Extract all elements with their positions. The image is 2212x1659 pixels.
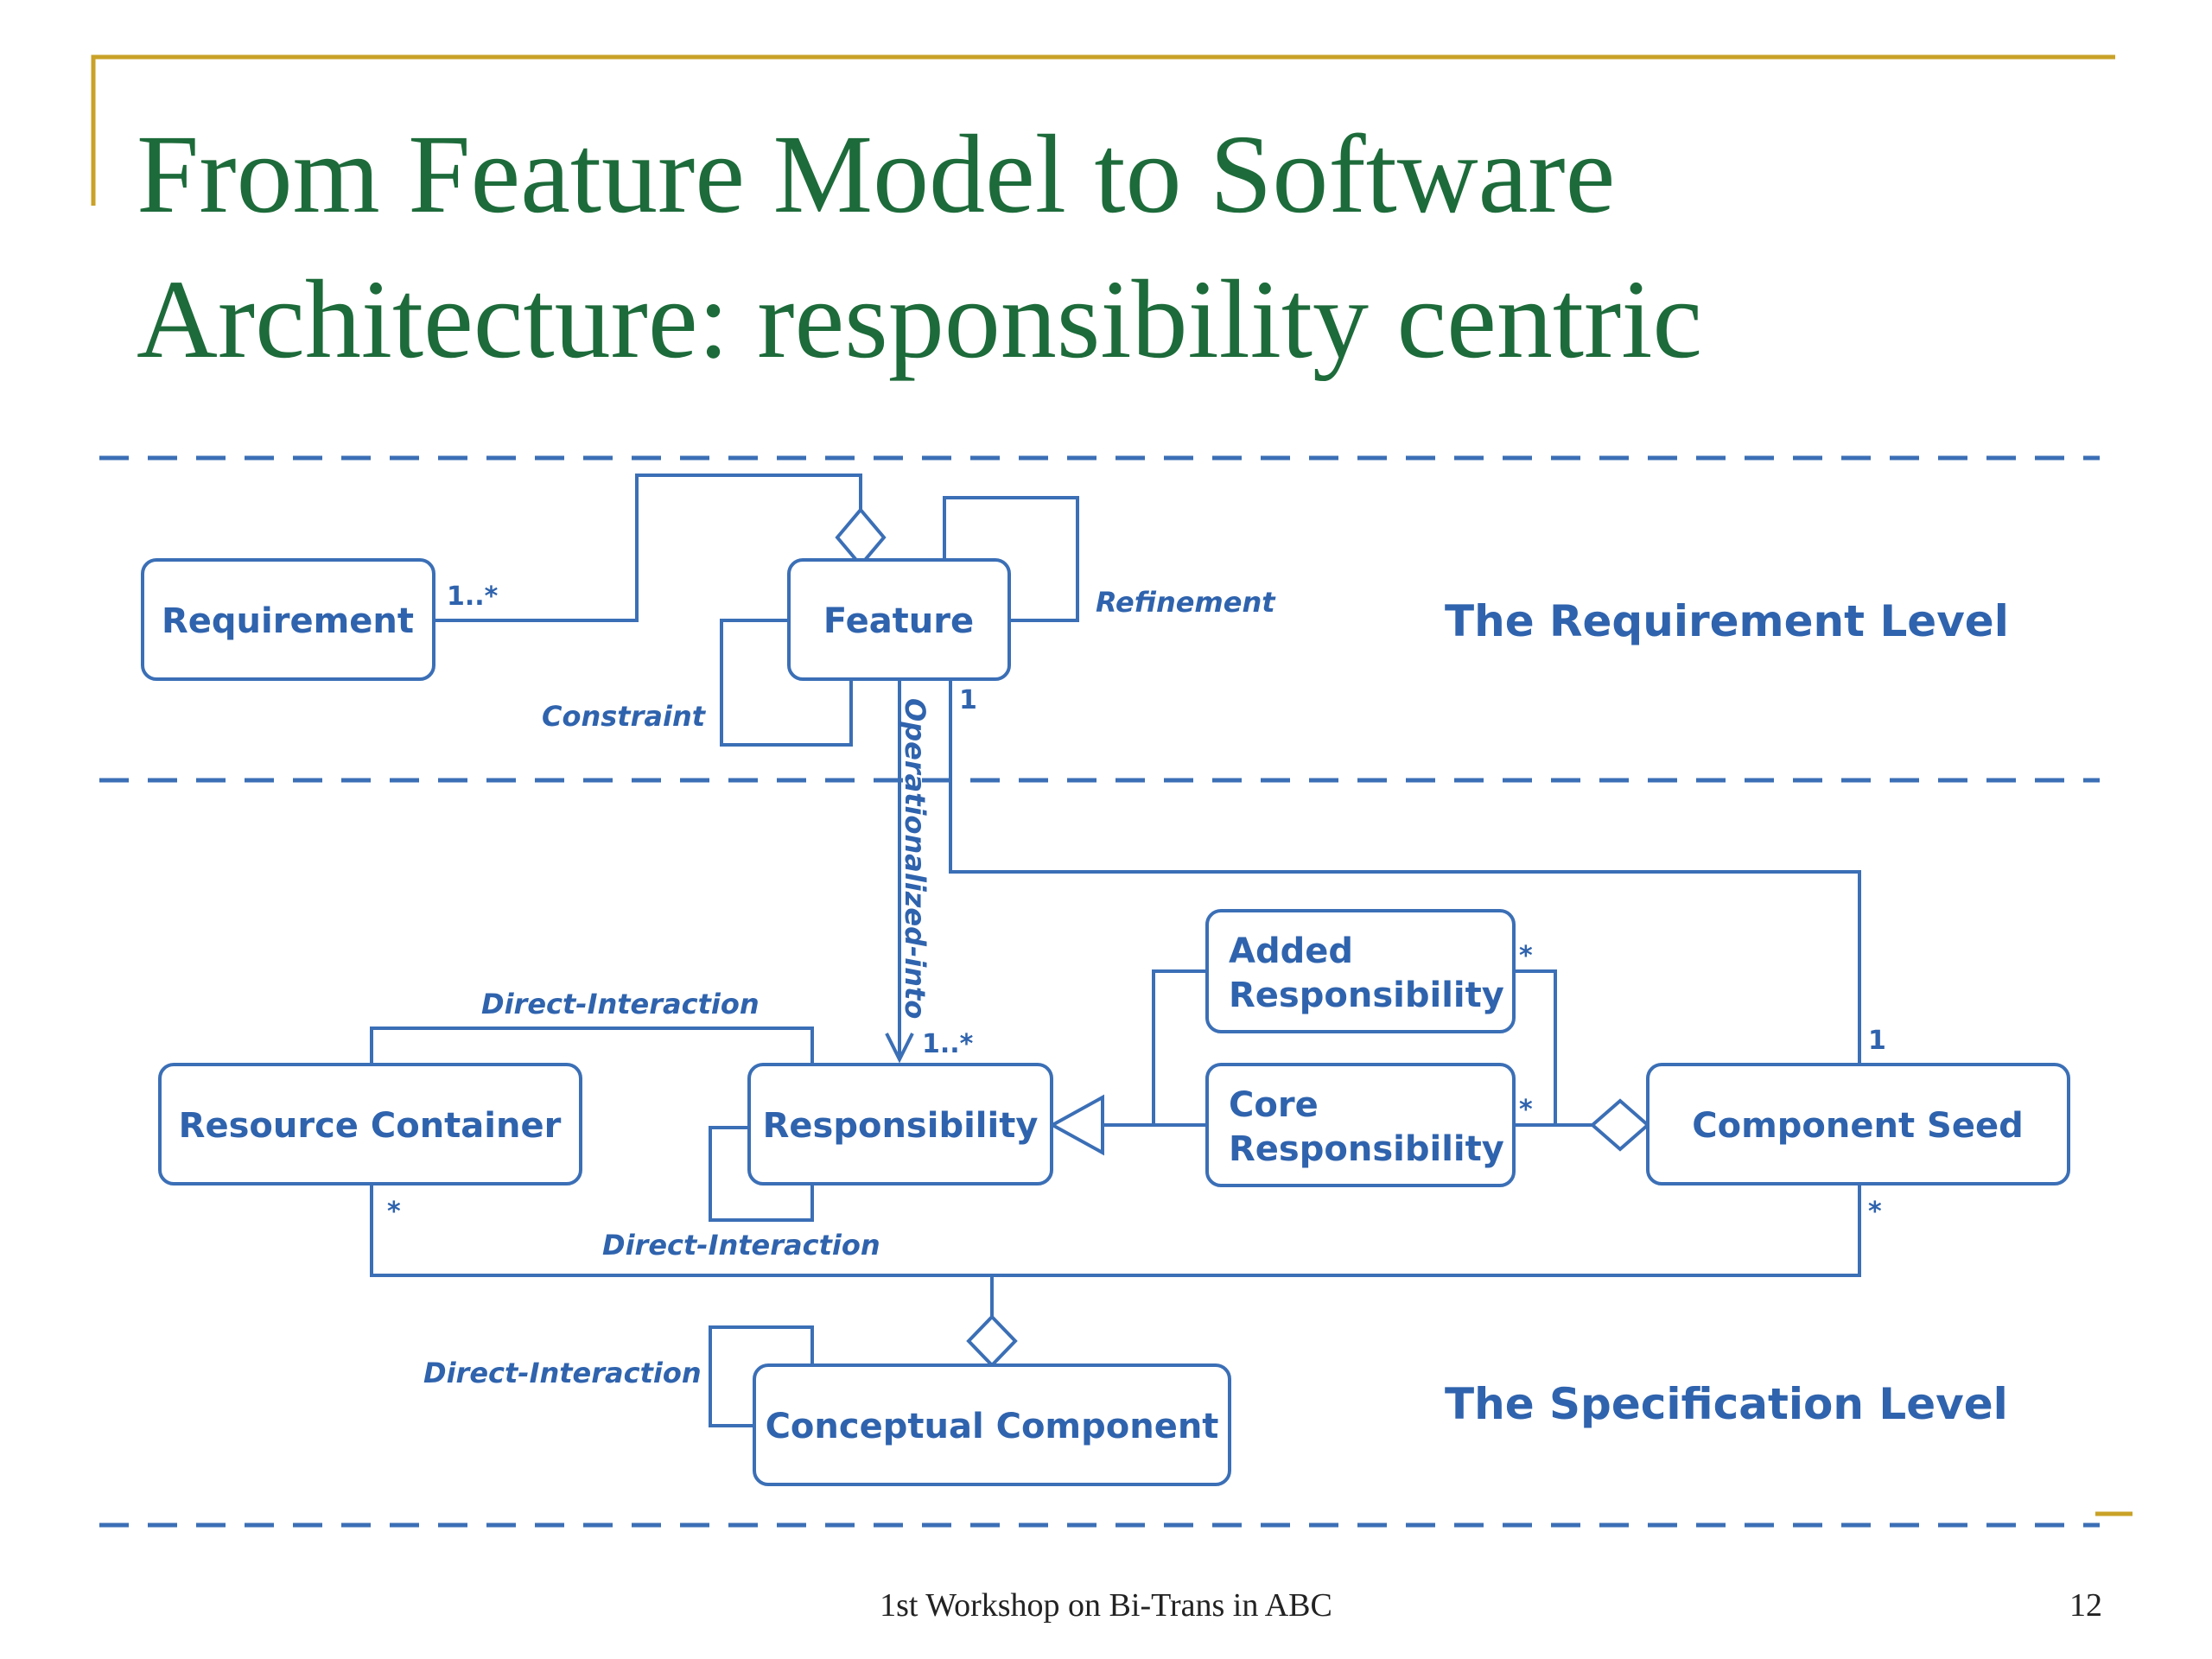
multiplicity-component-seed-top: 1 [1868, 1026, 1886, 1056]
feature-box [787, 558, 1011, 681]
refinement-label: Refinement [1096, 586, 1276, 619]
requirement-feature-connector [434, 474, 862, 622]
added-generalization-connector [1152, 969, 1207, 1125]
core-responsibility-label-line1: Core [1229, 1085, 1319, 1125]
resource-container-box [158, 1063, 582, 1185]
resource-container-label: Resource Container [179, 1106, 562, 1146]
multiplicity-resource-container: * [387, 1197, 401, 1227]
feature-component-seed-connector [949, 679, 1861, 1065]
requirement-box [141, 558, 435, 681]
conceptual-component-box [753, 1363, 1231, 1486]
resource-responsibility-interaction [370, 1027, 814, 1065]
title-line-1: From Feature Model to Software [137, 112, 1616, 237]
direct-interaction-label-middle: Direct-Interaction [602, 1229, 880, 1262]
operationalized-into-label: Operationalized-into [899, 698, 931, 1019]
feature-label: Feature [823, 601, 974, 641]
multiplicity-added: * [1519, 941, 1533, 971]
component-seed-diamond-icon [1589, 1098, 1651, 1152]
feature-aggregation-diamond-icon [835, 506, 887, 569]
slide-title: From Feature Model to Software Architect… [137, 102, 2037, 392]
specification-level-label: The Specification Level [1445, 1379, 2008, 1429]
direct-interaction-label-bottom: Direct-Interaction [423, 1357, 702, 1389]
title-line-2: Architecture: responsibility centric [137, 257, 1703, 382]
multiplicity-component-seed-bottom: * [1868, 1197, 1882, 1227]
direct-interaction-label-top: Direct-Interaction [481, 988, 760, 1020]
multiplicity-core: * [1519, 1095, 1533, 1125]
component-seed-box [1646, 1063, 2070, 1185]
core-responsibility-label-line2: Responsibility [1229, 1129, 1504, 1169]
page-number: 12 [2069, 1587, 2102, 1624]
added-responsibility-box [1205, 909, 1516, 1033]
requirement-label: Requirement [162, 601, 414, 641]
generalization-triangle-icon [1048, 1094, 1104, 1156]
responsibility-box [747, 1063, 1053, 1185]
multiplicity-feature: 1 [959, 685, 977, 715]
conceptual-component-label: Conceptual Component [766, 1407, 1219, 1446]
multiplicity-requirement: 1..* [447, 582, 499, 612]
component-seed-label: Component Seed [1692, 1106, 2023, 1146]
responsibility-label: Responsibility [763, 1106, 1039, 1146]
responsibility-interaction-loop [709, 1126, 814, 1222]
added-responsibility-label-line2: Responsibility [1229, 976, 1504, 1015]
conceptual-diamond-icon [966, 1314, 1018, 1368]
conceptual-aggregation-connector [370, 1184, 1861, 1277]
refinement-loop [943, 496, 1079, 622]
footer-text: 1st Workshop on Bi-Trans in ABC [880, 1587, 1332, 1624]
requirement-level-label: The Requirement Level [1445, 596, 2009, 646]
added-seed-connector [1514, 969, 1557, 1125]
conceptual-interaction-loop [709, 1325, 814, 1427]
title-accent-line [91, 54, 2115, 206]
constraint-loop [720, 619, 853, 747]
multiplicity-responsibility: 1..* [922, 1029, 974, 1059]
core-responsibility-box [1205, 1063, 1516, 1187]
added-responsibility-label-line1: Added [1229, 931, 1353, 971]
constraint-label: Constraint [542, 700, 707, 733]
arrow-head-icon [885, 1033, 914, 1064]
